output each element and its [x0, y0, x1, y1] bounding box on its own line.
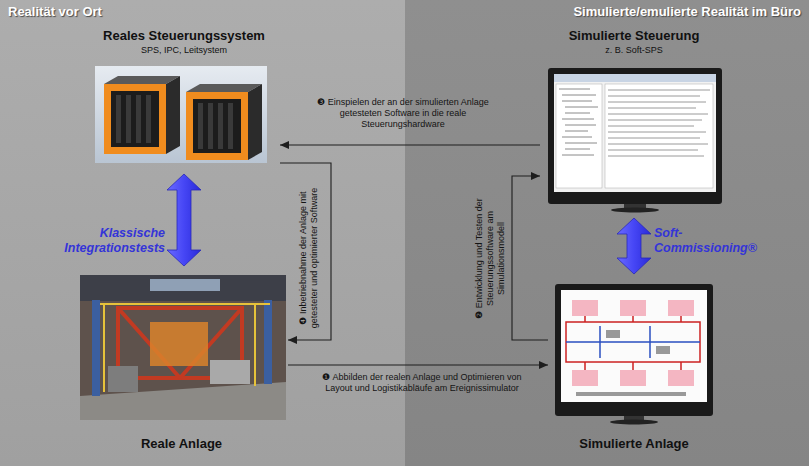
edge-label-box: ❸ Einspielen der an der simulierten Anla…	[300, 97, 506, 130]
step-label: ❹ Inbetriebnahme der Anlage mit getestet…	[298, 183, 320, 333]
panel-heading: Realität vor Ort	[0, 0, 110, 24]
left-panel-ground	[0, 0, 405, 466]
node-title: Reale Anlage	[141, 436, 222, 452]
right-panel-ground	[405, 0, 809, 466]
edge-label-box: Soft-Commissioning®	[654, 226, 766, 256]
node-subtitle: z. B. Soft-SPS	[605, 45, 663, 56]
node-title: Simulierte Steuerung	[569, 28, 700, 44]
step-4-arrow	[280, 163, 331, 340]
edge-label-box: ❹ Inbetriebnahme der Anlage mit getestet…	[298, 183, 320, 333]
step-label: ❷ Entwicklung und Testen der Steuerungss…	[474, 183, 507, 333]
plant-model-monitor	[555, 284, 713, 425]
step-label: ❶ Abbilden der realen Anlage und Optimie…	[322, 372, 522, 394]
plant-node: Reale Anlage	[75, 272, 288, 458]
edge-label-box: ❶ Abbilden der realen Anlage und Optimie…	[322, 372, 522, 394]
site-panel: Realität vor OrtReales SteuerungssystemS…	[0, 0, 405, 466]
controller-monitor	[548, 68, 722, 213]
step-3-arrow	[280, 144, 540, 145]
simulated-plant-node: Simulierte Anlage	[548, 280, 720, 458]
soft-commissioning-arrow	[617, 218, 651, 274]
panel-heading: Simulierte/emulierte Realität im Büro	[565, 0, 809, 24]
node-title: Reales Steuerungssystem	[103, 28, 265, 44]
step-1-arrow	[288, 364, 548, 365]
edge-label-box: Klassische Integrationstests	[38, 226, 165, 256]
controller-node: Reales SteuerungssystemSPS, IPC, Leitsys…	[88, 26, 280, 168]
step-label: ❸ Einspielen der an der simulierten Anla…	[300, 97, 506, 130]
plant-photo	[80, 275, 286, 420]
step-2-arrow	[512, 176, 548, 340]
test-method-label: Klassische Integrationstests	[38, 226, 165, 256]
node-subtitle: SPS, IPC, Leitsystem	[141, 45, 227, 56]
node-title: Simulierte Anlage	[579, 436, 688, 452]
controller-hardware-photo	[95, 66, 267, 163]
test-method-label: Soft-Commissioning®	[654, 226, 766, 256]
integration-test-arrow	[167, 174, 201, 266]
soft-controller-node: Simulierte Steuerungz. B. Soft-SPS	[540, 26, 728, 212]
office-panel: Simulierte/emulierte Realität im BüroSim…	[405, 0, 809, 466]
edge-label-box: ❷ Entwicklung und Testen der Steuerungss…	[474, 183, 507, 333]
